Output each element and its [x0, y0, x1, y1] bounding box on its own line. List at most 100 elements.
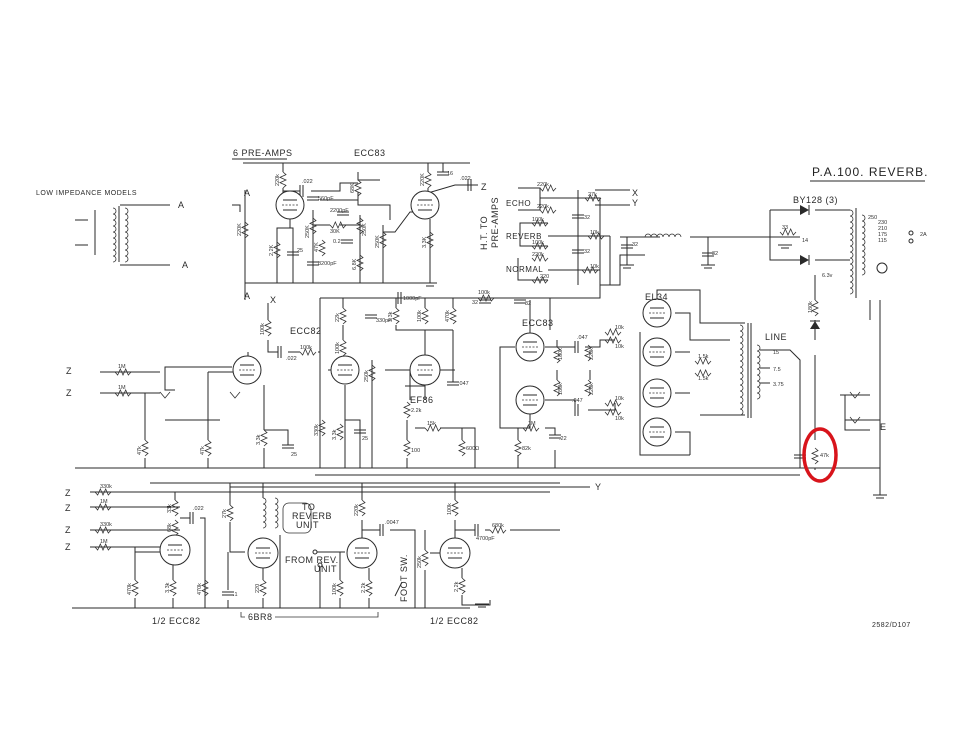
component-value: 82k — [522, 446, 531, 452]
node-a: A — [244, 188, 251, 198]
resistor-symbol — [539, 206, 557, 214]
wire — [656, 289, 745, 324]
component-value: 2.2k — [361, 582, 367, 593]
node-x: X — [632, 188, 639, 198]
resistor-symbol — [421, 549, 429, 567]
resistor-symbol — [458, 577, 466, 595]
el34-label: EL34 — [645, 292, 668, 302]
component-value: 32 — [584, 249, 590, 255]
reverb-drive-transformer — [262, 497, 267, 529]
power-transformer-primary — [849, 209, 854, 295]
component-value: 470k — [197, 583, 203, 595]
component-value: 10k — [615, 396, 624, 402]
resistor-symbol — [365, 579, 373, 597]
fuse-icon — [908, 230, 914, 236]
component-value: 220k — [589, 348, 595, 360]
node-z: Z — [66, 366, 72, 376]
component-value: 330k — [100, 522, 112, 528]
wire — [325, 551, 341, 580]
line-label: LINE — [765, 332, 787, 342]
component-value: .022 — [193, 506, 204, 512]
mains-tap-250: 250 — [868, 215, 877, 221]
wire — [518, 187, 541, 211]
resistor-symbol — [421, 307, 429, 325]
wire — [585, 339, 615, 348]
ht-to-label: H.T. TO — [479, 216, 489, 250]
resistor-symbol — [339, 307, 347, 325]
heater-label: 6.3v — [822, 273, 833, 279]
component-value: 100k — [417, 310, 423, 322]
component-value: 10k — [590, 230, 599, 236]
wire — [383, 211, 418, 233]
component-value: 600Ω — [466, 446, 479, 452]
wire — [320, 199, 391, 220]
component-value: 15k — [427, 421, 436, 427]
component-value: 22k — [335, 313, 341, 322]
component-value: 27k — [222, 509, 228, 518]
component-value: 100 — [411, 448, 420, 454]
resistor-symbol — [94, 488, 112, 496]
node-e: E — [880, 422, 887, 432]
component-value: 68K — [350, 183, 356, 193]
foot-switch-icon — [394, 581, 403, 597]
resistor-symbol — [604, 408, 622, 416]
wire — [769, 210, 800, 261]
wire — [357, 172, 380, 181]
component-value: 220 — [540, 274, 549, 280]
tap-3-75: 3.75 — [773, 382, 784, 388]
resistor-symbol — [403, 401, 411, 419]
resistor-symbol — [531, 242, 549, 250]
component-value: .047 — [572, 398, 583, 404]
input-transformer-primary — [112, 207, 117, 263]
resistor-symbol — [451, 499, 459, 517]
pre-amp-tube-label: ECC83 — [354, 148, 386, 158]
wire — [455, 285, 601, 299]
from-rev-label-1: FROM REV. — [285, 555, 339, 565]
node-y: Y — [632, 198, 639, 208]
component-value: 100k — [478, 290, 490, 296]
wire — [311, 182, 358, 192]
component-value: 470k — [445, 310, 451, 322]
echo-label: ECHO — [506, 199, 531, 208]
resistor-symbol — [354, 179, 362, 197]
input-transformer-secondary — [124, 207, 129, 263]
component-value: 250K — [305, 225, 311, 238]
component-value: 32 — [632, 242, 638, 248]
resistor-symbol — [273, 241, 281, 259]
6br8-label: 6BR8 — [248, 612, 273, 622]
component-value: 1000pF — [403, 296, 422, 302]
reverb-drive-transformer — [274, 497, 279, 529]
resistor-symbol — [226, 504, 234, 522]
from-reverb-terminal — [317, 562, 323, 568]
component-value: 47K — [314, 242, 320, 252]
component-value: 220K — [237, 223, 243, 236]
component-value: 220k — [537, 204, 549, 210]
resistor-symbol — [584, 344, 592, 362]
ecc82-label: ECC82 — [290, 326, 322, 336]
component-value: 330k — [314, 424, 320, 436]
node-z: Z — [66, 388, 72, 398]
component-value: 8200pF — [318, 261, 337, 267]
resistor-symbol — [169, 579, 177, 597]
component-value: 47k — [200, 446, 206, 455]
wire — [517, 258, 548, 281]
rectifier-diode-icon — [800, 255, 809, 265]
component-value: 10k — [615, 325, 624, 331]
resistor-symbol — [358, 499, 366, 517]
resistor-symbol — [587, 232, 605, 240]
mains-tap-230: 230 — [878, 220, 887, 226]
wire — [264, 429, 289, 445]
node-a: A — [244, 291, 251, 301]
resistor-symbol — [309, 217, 317, 235]
output-transformer-primary — [739, 324, 744, 416]
component-value: 3.3k — [165, 582, 171, 593]
ef86-label: EF86 — [410, 395, 434, 405]
resistor-symbol — [94, 543, 112, 551]
resistor-symbol — [604, 336, 622, 344]
component-value: 180k — [558, 348, 564, 360]
component-value: 100k — [335, 342, 341, 354]
resistor-symbol — [131, 579, 139, 597]
resistor-symbol — [204, 439, 212, 457]
resistor-symbol — [368, 364, 376, 382]
wire — [675, 431, 691, 455]
